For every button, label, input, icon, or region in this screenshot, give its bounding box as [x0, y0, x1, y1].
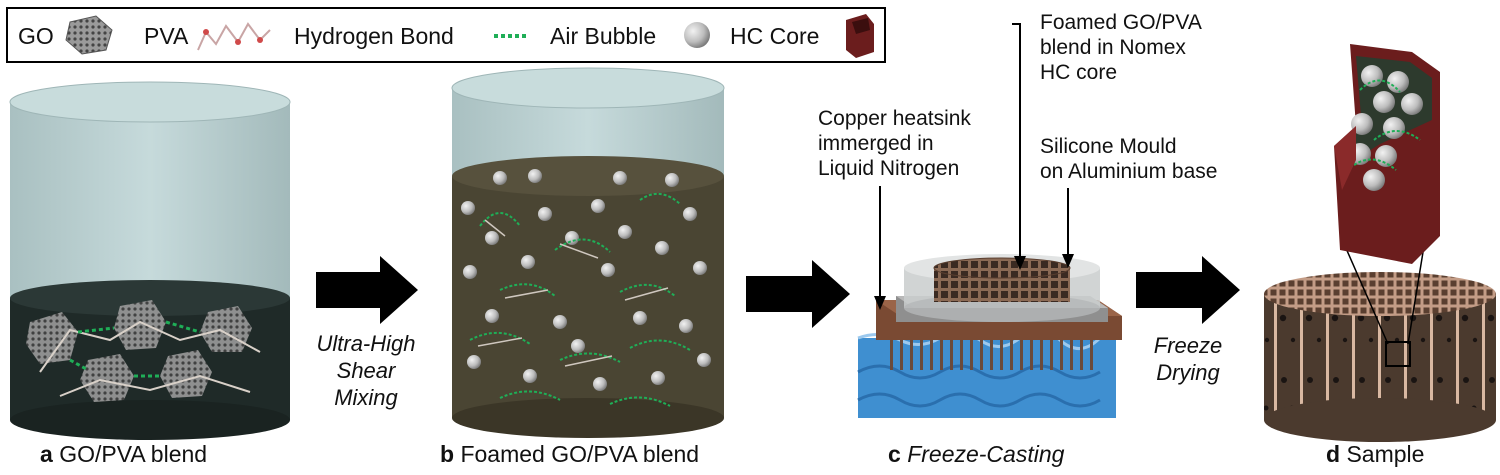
step-label-drying: Freeze Drying	[1153, 333, 1223, 385]
freeze-casting-setup	[857, 254, 1122, 418]
caption-b-text: Foamed GO/PVA blend	[460, 441, 700, 467]
legend-hccore-label: HC Core	[730, 23, 820, 49]
callout-copper-heatsink: Copper heatsink immerged in Liquid Nitro…	[818, 107, 971, 180]
caption-a-letter: a	[40, 441, 53, 467]
caption-d-text: Sample	[1346, 441, 1425, 467]
go-icon	[65, 15, 113, 55]
pva-icon	[197, 22, 271, 51]
legend-pva-label: PVA	[144, 23, 189, 49]
caption-a-text: GO/PVA blend	[59, 441, 208, 467]
callout-foamed-blend: Foamed GO/PVA blend in Nomex HC core	[1040, 11, 1202, 84]
caption-c-letter: c	[888, 441, 901, 467]
arrow-icon-1	[316, 256, 418, 324]
legend-go-label: GO	[18, 23, 54, 49]
foam-bubbles-b	[461, 169, 711, 407]
go-pva-network-a	[26, 300, 261, 402]
caption-c: c Freeze-Casting	[888, 440, 1064, 468]
hc-core-zoom	[1334, 44, 1440, 264]
legend-bubble-label: Air Bubble	[550, 23, 657, 49]
sample-cylinder	[1264, 272, 1496, 442]
legend: GO PVA Hydrogen Bond Air Bubble HC Core	[6, 7, 886, 63]
tank-a	[9, 81, 291, 440]
caption-d: d Sample	[1326, 440, 1424, 468]
arrow-icon-3	[1136, 256, 1240, 324]
caption-c-text: Freeze-Casting	[907, 441, 1065, 467]
step-label-mixing: Ultra-High Shear Mixing	[316, 331, 416, 410]
caption-d-letter: d	[1326, 441, 1341, 467]
air-bubble-icon	[684, 22, 710, 48]
caption-b: b Foamed GO/PVA blend	[440, 440, 699, 468]
legend-hbond-label: Hydrogen Bond	[294, 23, 454, 49]
caption-b-letter: b	[440, 441, 455, 467]
arrow-icon-2	[746, 260, 850, 328]
callout-lines	[874, 23, 1074, 310]
zoom-lines	[1344, 245, 1425, 345]
callout-silicone-mould: Silicone Mould on Aluminium base	[1040, 135, 1218, 183]
caption-a: a GO/PVA blend	[40, 440, 207, 468]
hc-core-icon	[846, 14, 874, 58]
tank-b	[451, 67, 725, 438]
